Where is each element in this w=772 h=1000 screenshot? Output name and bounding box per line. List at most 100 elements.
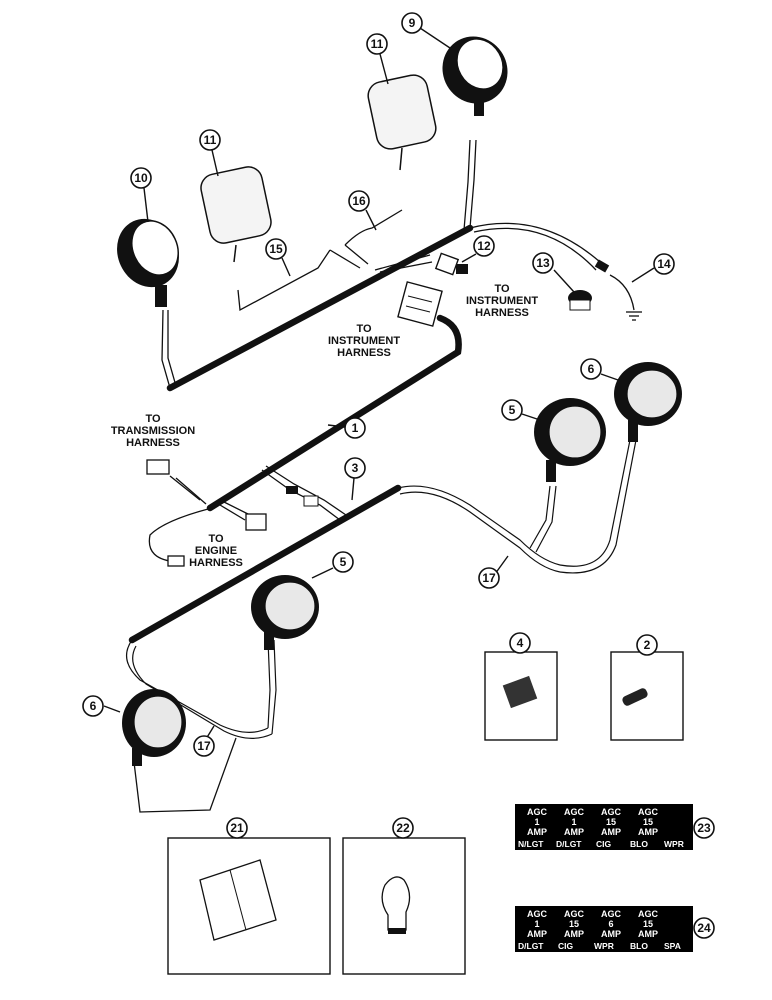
callout-21: 21 [226, 817, 248, 839]
fuse23-name-2: CIG [596, 839, 612, 849]
callout-13: 13 [532, 252, 554, 274]
callout-2-label: 2 [644, 638, 651, 652]
fuse24-name-0: D/LGT [518, 941, 544, 951]
callout-17-upper: 17 [478, 567, 500, 589]
callout-17-lower: 17 [193, 735, 215, 757]
label-line: INSTRUMENT [328, 335, 400, 347]
callout-14-label: 14 [657, 257, 671, 271]
fuse24-r0c3: AGC [638, 909, 659, 919]
fuse-block-24: AGC AGC AGC AGC 1 15 6 15 AMP AMP AMP AM… [515, 906, 693, 952]
fuse24-name-3: BLO [630, 941, 648, 951]
fuse24-name-4: SPA [664, 941, 681, 951]
label-to-instrument-center: TO INSTRUMENT HARNESS [328, 323, 400, 359]
callout-16: 16 [348, 190, 370, 212]
label-line: HARNESS [189, 557, 243, 569]
connector-12 [434, 252, 468, 276]
callout-5-lower-label: 5 [340, 555, 347, 569]
fuse23-r1c3: 15 [643, 817, 653, 827]
callout-17-lower-label: 17 [197, 739, 211, 753]
label-line: TO [208, 533, 224, 545]
fuse23-r2c0: AMP [527, 827, 547, 837]
callout-11-right-label: 11 [371, 37, 384, 51]
callout-14: 14 [653, 253, 675, 275]
callout-24-label: 24 [697, 921, 711, 935]
callout-15-label: 15 [269, 242, 283, 256]
fuse24-r0c0: AGC [527, 909, 548, 919]
callout-3-label: 3 [352, 461, 359, 475]
callout-17-upper-label: 17 [482, 571, 496, 585]
part-box-4 [484, 651, 558, 741]
lamp-9 [442, 36, 508, 116]
fuse23-name-4: WPR [664, 839, 684, 849]
callout-9-label: 9 [409, 16, 416, 30]
callout-6-upper-label: 6 [588, 362, 595, 376]
connector-engine [167, 486, 319, 567]
fuse24-r0c2: AGC [601, 909, 622, 919]
fuse24-name-2: WPR [594, 941, 614, 951]
fuse23-name-3: BLO [630, 839, 648, 849]
part-box-21 [167, 837, 331, 975]
fuse24-r2c3: AMP [638, 929, 658, 939]
callout-22: 22 [392, 817, 414, 839]
lamp-5-lower [251, 575, 319, 650]
callout-24: 24 [693, 917, 715, 939]
switch-13 [568, 290, 592, 311]
fuse23-r2c1: AMP [564, 827, 584, 837]
callout-5-upper: 5 [501, 399, 523, 421]
label-line: ENGINE [195, 545, 237, 557]
callout-11-left: 11 [199, 129, 221, 151]
callout-10-label: 10 [134, 171, 148, 185]
callout-6-lower: 6 [82, 695, 104, 717]
lower-harness [125, 439, 637, 813]
connector-transmission [146, 459, 170, 475]
callout-12-label: 12 [477, 239, 491, 253]
fuse23-r0c0: AGC [527, 807, 548, 817]
callout-5-lower: 5 [332, 551, 354, 573]
label-line: TO [494, 283, 510, 295]
callout-6-upper: 6 [580, 358, 602, 380]
fuse23-r2c3: AMP [638, 827, 658, 837]
fuse-block-23: AGC AGC AGC AGC 1 1 15 15 AMP AMP AMP AM… [515, 804, 693, 850]
fuse23-name-1: D/LGT [556, 839, 582, 849]
fuse23-r1c2: 15 [606, 817, 616, 827]
lamp-5-upper [534, 398, 606, 482]
lamp-11-right [367, 74, 437, 171]
label-line: TRANSMISSION [111, 425, 195, 437]
label-to-instrument-right: TO INSTRUMENT HARNESS [466, 283, 538, 319]
callout-2: 2 [636, 634, 658, 656]
fuse23-r2c2: AMP [601, 827, 621, 837]
fuse24-name-1: CIG [558, 941, 574, 951]
callout-5-upper-label: 5 [509, 403, 516, 417]
callout-13-label: 13 [536, 256, 550, 270]
upper-harness [148, 139, 601, 563]
fuse23-r0c3: AGC [638, 807, 659, 817]
callout-23-label: 23 [697, 821, 711, 835]
fuse24-r2c0: AMP [527, 929, 547, 939]
part-box-22 [342, 837, 466, 975]
label-line: TO [145, 413, 161, 425]
fuse23-r1c0: 1 [534, 817, 539, 827]
callout-23: 23 [693, 817, 715, 839]
label-line: HARNESS [126, 437, 180, 449]
label-line: HARNESS [337, 347, 391, 359]
callout-12: 12 [473, 235, 495, 257]
lamp-6-lower [122, 689, 186, 766]
callout-11-left-label: 11 [204, 133, 217, 147]
callout-leaders [103, 27, 655, 740]
part-box-2 [610, 651, 684, 741]
fuse24-r1c3: 15 [643, 919, 653, 929]
callout-21-label: 21 [230, 821, 244, 835]
callout-4: 4 [509, 632, 531, 654]
fuse24-r1c1: 15 [569, 919, 579, 929]
fuse23-name-0: N/LGT [518, 839, 544, 849]
lamp-11-left [200, 166, 272, 263]
callout-6-lower-label: 6 [90, 699, 97, 713]
fuse24-r2c2: AMP [601, 929, 621, 939]
connector-instrument [397, 281, 443, 327]
label-to-engine: TO ENGINE HARNESS [189, 533, 243, 569]
callout-16-label: 16 [352, 194, 366, 208]
callout-11-right: 11 [366, 33, 388, 55]
callout-3: 3 [344, 457, 366, 479]
callout-9: 9 [401, 12, 423, 34]
